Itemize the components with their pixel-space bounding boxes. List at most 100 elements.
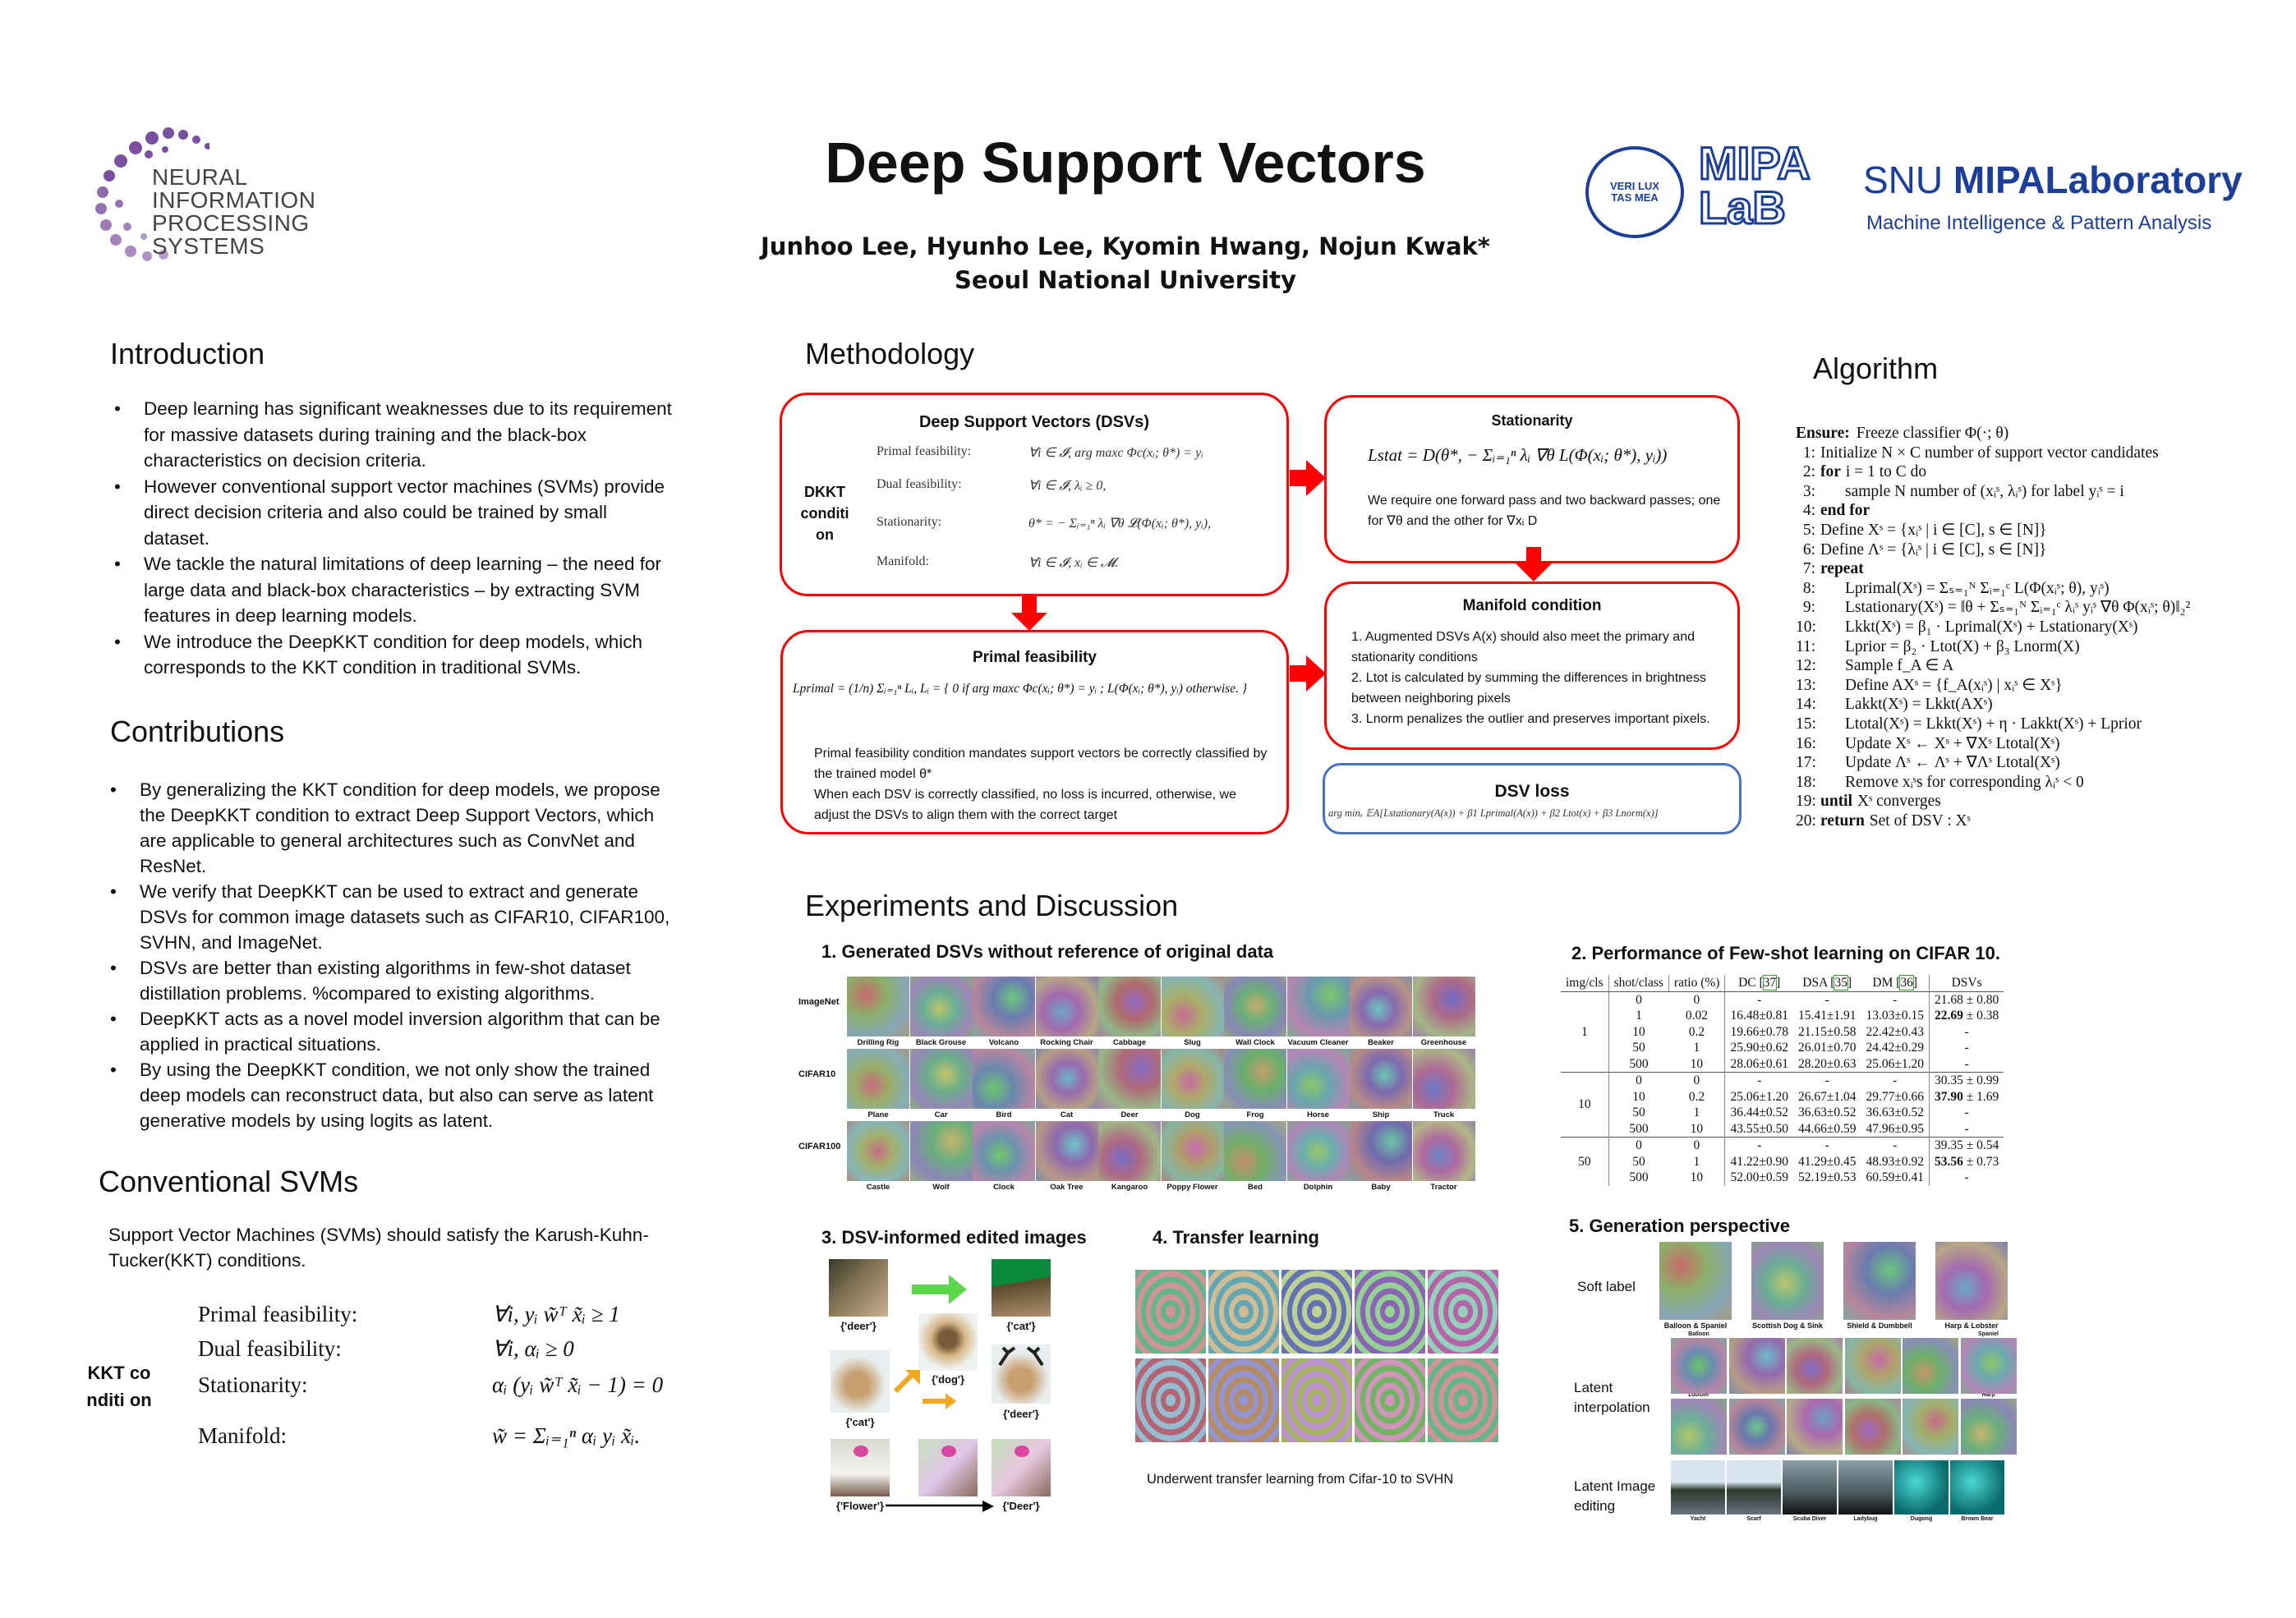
generated-dsv-image bbox=[1350, 977, 1412, 1037]
generated-dsv-image bbox=[973, 1049, 1035, 1109]
neurips-logo: NEURAL INFORMATION PROCESSING SYSTEMS bbox=[86, 122, 415, 261]
arrow-right-icon bbox=[1290, 460, 1326, 496]
algorithm-line: 9:Lstationary(Xˢ) = ‖θ + Σₛ₌₁ᴺ Σᵢ₌₁ᶜ λᵢˢ… bbox=[1796, 598, 2256, 618]
manifold-item: 1. Augmented DSVs A(x) should also meet … bbox=[1351, 630, 1695, 664]
generated-dsv-label: Wall Clock bbox=[1235, 1038, 1275, 1047]
interpolation-image bbox=[1960, 1338, 2017, 1394]
line-body: Define Xˢ = {xᵢˢ | i ∈ [C], s ∈ [N]} bbox=[1820, 521, 2047, 540]
table-cell: - bbox=[1964, 1170, 1969, 1184]
line-number: 15: bbox=[1796, 715, 1816, 733]
line-text: Define Λˢ = {λᵢˢ | i ∈ [C], s ∈ [N]} bbox=[1820, 540, 2047, 558]
kkt-primal-formula: ∀i, yᵢ w̃ᵀ x̃ᵢ ≥ 1 bbox=[492, 1302, 620, 1326]
citation-link[interactable]: 35 bbox=[1834, 975, 1848, 991]
algorithm-line: 1:Initialize N × C number of support vec… bbox=[1796, 444, 2256, 463]
table-cell: 0 bbox=[1608, 1072, 1669, 1089]
generated-dsv-label: Cat bbox=[1060, 1110, 1074, 1119]
dsv-loss-formula: arg minₓ 𝔼A[Lstationary(A(x)) + β1 Lprim… bbox=[1328, 807, 1659, 819]
table-cell: 0 bbox=[1668, 1137, 1726, 1154]
dsv-loss-box: DSV loss arg minₓ 𝔼A[Lstationary(A(x)) +… bbox=[1323, 763, 1742, 834]
generated-dsv-image bbox=[1224, 1121, 1286, 1181]
generated-dsv-image bbox=[847, 977, 909, 1037]
snu-seal-text: VERI LUX TAS MEA bbox=[1610, 180, 1659, 204]
arrow-down-icon bbox=[1011, 596, 1047, 631]
deer-final-label: {'Deer'} bbox=[1002, 1500, 1040, 1512]
algorithm-line: 3:sample N number of (xᵢˢ, λᵢˢ) for labe… bbox=[1796, 482, 2256, 502]
latent-editing-image bbox=[1727, 1460, 1781, 1515]
poster-title: Deep Support Vectors bbox=[825, 131, 1426, 195]
dog-label: {'dog'} bbox=[931, 1373, 965, 1386]
generated-dsv-label: Plane bbox=[867, 1110, 889, 1119]
table-cell: 28.20±0.63 bbox=[1797, 1056, 1857, 1071]
edited-images-panel: {'deer'} {'cat'} {'dog'} {'cat'} {'deer'… bbox=[821, 1257, 1068, 1528]
kkt-manifold-name: Manifold: bbox=[198, 1423, 287, 1448]
table-cell: 0.02 bbox=[1668, 1008, 1726, 1024]
transfer-learning-title: 4. Transfer learning bbox=[1153, 1227, 1319, 1248]
algorithm-ensure-keyword: Ensure: bbox=[1796, 425, 1850, 442]
line-text: sample N number of (xᵢˢ, λᵢˢ) for label … bbox=[1845, 482, 2124, 500]
stationarity-box-title: Stationarity bbox=[1491, 412, 1573, 429]
table-cell: - bbox=[1757, 992, 1762, 1007]
table-cell: 0.2 bbox=[1668, 1023, 1726, 1040]
line-number: 14: bbox=[1796, 696, 1816, 714]
transfer-learning-image bbox=[1281, 1270, 1352, 1354]
snu-label: SNU bbox=[1863, 159, 1944, 201]
table-cell: 41.29±0.45 bbox=[1797, 1154, 1857, 1169]
interpolation-endpoint-label: Balloon bbox=[1688, 1331, 1709, 1337]
mipa-lab-wordmark: MIPA LaB bbox=[1698, 137, 1811, 233]
dataset-label: CIFAR100 bbox=[798, 1142, 841, 1151]
interpolation-image bbox=[1787, 1399, 1843, 1455]
deer-result-label: {'deer'} bbox=[1003, 1408, 1039, 1420]
column-header: img/cls bbox=[1561, 975, 1609, 992]
generated-dsvs-title: 1. Generated DSVs without reference of o… bbox=[821, 941, 1274, 962]
table-cell: 15.41±1.91 bbox=[1797, 1009, 1857, 1023]
interpolation-endpoint-label: Lobster bbox=[1688, 1392, 1709, 1398]
generated-dsv-image bbox=[1161, 1121, 1224, 1181]
line-body: Remove xᵢˢs for corresponding λᵢˢ < 0 bbox=[1820, 773, 2084, 793]
generated-dsv-image bbox=[909, 1049, 973, 1109]
kkt-stationarity-formula: αᵢ (yᵢ w̃ᵀ x̃ᵢ − 1) = 0 bbox=[492, 1372, 664, 1397]
table-cell: 21.68 ± 0.80 bbox=[1934, 992, 1999, 1007]
line-body: Define Λˢ = {λᵢˢ | i ∈ [C], s ∈ [N]} bbox=[1820, 540, 2046, 560]
intro-bullet: However conventional support vector mach… bbox=[114, 474, 676, 552]
interpolation-image bbox=[1903, 1399, 1958, 1455]
dsv-dual-formula: ∀i ∈ 𝓘, λᵢ ≥ 0, bbox=[1028, 479, 1107, 493]
generated-dsv-image bbox=[909, 1121, 973, 1181]
generated-dsv-image bbox=[1098, 1121, 1161, 1181]
edited-images-title: 3. DSV-informed edited images bbox=[821, 1227, 1087, 1248]
table-cell: 19.66±0.78 bbox=[1730, 1024, 1788, 1039]
line-text: Update Λˢ ← Λˢ + ∇Λˢ Ltotal(Xˢ) bbox=[1845, 754, 2060, 772]
line-body: Lkkt(Xˢ) = β₁ · Lprimal(Xˢ) + Lstationar… bbox=[1820, 618, 2138, 637]
citation-link[interactable]: 37 bbox=[1762, 975, 1778, 991]
citation-link[interactable]: 36 bbox=[1899, 975, 1914, 991]
table-cell: 13.03±0.15 bbox=[1861, 1008, 1930, 1024]
table-cell: 1 bbox=[1636, 1009, 1642, 1023]
latent-editing-image bbox=[1838, 1460, 1893, 1515]
mipa-subtitle: Machine Intelligence & Pattern Analysis bbox=[1866, 212, 2212, 234]
generated-dsv-label: Horse bbox=[1307, 1110, 1329, 1119]
table-cell: 0.2 bbox=[1668, 1088, 1726, 1105]
table-cell: 10 bbox=[1668, 1120, 1726, 1138]
line-body: Update Λˢ ← Λˢ + ∇Λˢ Ltotal(Xˢ) bbox=[1820, 753, 2060, 773]
dsv-loss-title: DSV loss bbox=[1494, 782, 1570, 801]
generated-dsv-label: Volcano bbox=[988, 1038, 1019, 1047]
soft-label-image bbox=[1751, 1242, 1824, 1320]
line-text: Lakkt(Xˢ) = Lkkt(AXˢ) bbox=[1845, 696, 1993, 714]
generated-dsv-label: Kangaroo bbox=[1111, 1183, 1148, 1192]
intro-bullet: We tackle the natural limitations of dee… bbox=[114, 551, 676, 629]
line-number: 18: bbox=[1796, 773, 1816, 791]
generated-dsv-label: Castle bbox=[866, 1183, 890, 1192]
generated-dsv-image bbox=[1161, 1049, 1224, 1109]
interpolation-endpoint-label: Harp bbox=[1981, 1392, 1995, 1398]
generated-dsv-label: Deer bbox=[1120, 1110, 1139, 1119]
table-cell: - bbox=[1824, 992, 1829, 1007]
table-cell: 26.01±0.70 bbox=[1797, 1041, 1857, 1055]
generated-dsv-label: Truck bbox=[1433, 1110, 1455, 1119]
line-number: 1: bbox=[1802, 444, 1815, 462]
line-text: Remove xᵢˢs for corresponding λᵢˢ < 0 bbox=[1845, 773, 2084, 791]
